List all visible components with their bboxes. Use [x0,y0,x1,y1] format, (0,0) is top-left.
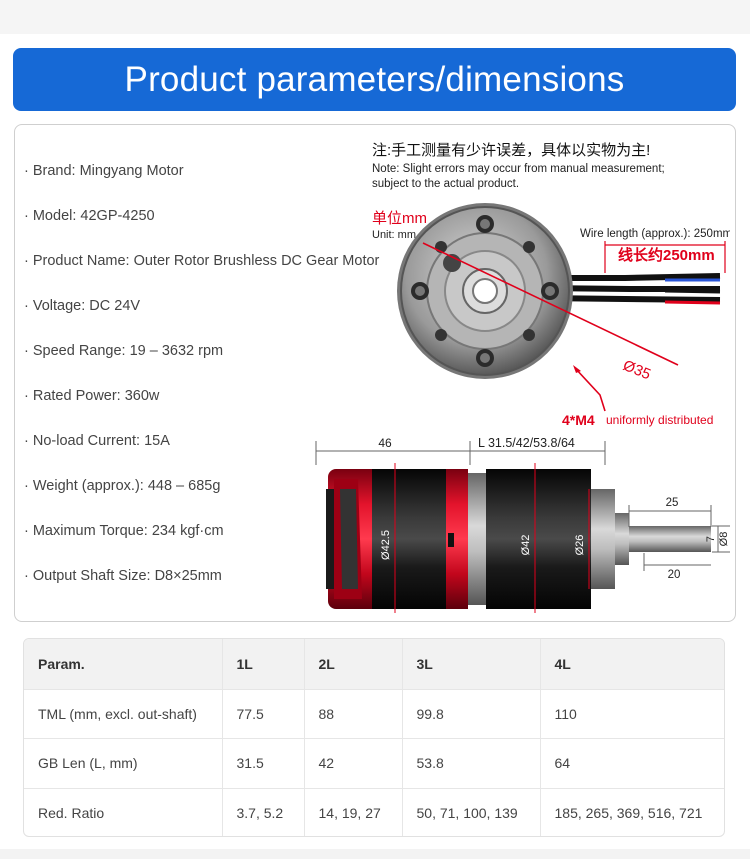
dim-shaft-8: Ø8 [718,532,730,547]
params-table: Param. 1L 2L 3L 4L TML (mm, excl. out-sh… [24,639,724,836]
unit-cn: 单位mm [372,210,427,227]
table-row: TML (mm, excl. out-shaft) 77.5 88 99.8 1… [24,689,724,739]
params-table-card: Param. 1L 2L 3L 4L TML (mm, excl. out-sh… [23,638,725,837]
table-cell: 14, 19, 27 [304,788,403,836]
banner-title: Product parameters/dimensions [124,59,625,99]
spec-output-shaft: · Output Shaft Size: D8×25mm [24,568,222,584]
spec-voltage: · Voltage: DC 24V [24,298,141,314]
note-en-line2: subject to the actual product. [372,178,519,190]
m4-text: uniformly distributed [606,413,713,427]
table-cell: 31.5 [222,738,305,789]
dim-shaft-25: 25 [666,497,679,509]
spec-rated-power: · Rated Power: 360w [24,388,160,404]
table-row: GB Len (L, mm) 31.5 42 53.8 64 [24,738,724,789]
dim-26: Ø26 [574,535,586,556]
table-header: 2L [304,639,403,689]
table-cell: 185, 265, 369, 516, 721 [554,805,703,822]
table-cell: 50, 71, 100, 139 [402,788,541,836]
note-cn: 注:手工测量有少许误差，具体以实物为主! [372,142,650,159]
dim-shaft-20: 20 [668,569,681,581]
table-row: Red. Ratio 3.7, 5.2 14, 19, 27 50, 71, 1… [24,788,724,836]
table-header: 4L [554,655,571,672]
table-header: 1L [222,639,305,689]
table-cell: 110 [554,705,577,722]
table-header-row: Param. 1L 2L 3L 4L [24,639,724,689]
dim-shaft-7: 7 [705,536,717,542]
spec-weight: · Weight (approx.): 448 – 685g [24,478,221,494]
table-cell: 3.7, 5.2 [222,788,305,836]
dim-gearbox-length: L 31.5/42/53.8/64 [478,436,575,450]
m4-label: 4*M4 [562,412,595,428]
spec-product-name: · Product Name: Outer Rotor Brushless DC… [24,253,380,269]
table-cell: TML (mm, excl. out-shaft) [24,689,223,739]
table-cell: 88 [304,689,403,739]
diameter-label: Ø35 [621,357,654,383]
note-en-line1: Note: Slight errors may occur from manua… [372,163,665,175]
table-cell: 99.8 [402,689,541,739]
motor-dimension-diagram: 注:手工测量有少许误差，具体以实物为主! Note: Slight errors… [300,133,730,617]
table-cell: 77.5 [222,689,305,739]
spec-card: · Brand: Mingyang Motor · Model: 42GP-42… [14,124,736,622]
wire-length-en: Wire length (approx.): 250mm [580,228,730,240]
table-cell: 42 [304,738,403,789]
spec-model: · Model: 42GP-4250 [24,208,155,224]
spec-list: · Brand: Mingyang Motor · Model: 42GP-42… [24,163,379,613]
spec-brand: · Brand: Mingyang Motor [24,163,184,179]
unit-en: Unit: mm [372,229,416,241]
dim-42-5: Ø42.5 [380,530,392,560]
table-cell: 64 [554,755,571,772]
table-cell: GB Len (L, mm) [24,738,223,789]
table-header: Param. [24,639,223,689]
spec-noload-current: · No-load Current: 15A [24,433,170,449]
table-cell: Red. Ratio [24,788,223,836]
motor-side-view [326,469,711,609]
spec-max-torque: · Maximum Torque: 234 kgf·cm [24,523,224,539]
spec-speed-range: · Speed Range: 19 – 3632 rpm [24,343,224,359]
motor-front-view [397,203,573,379]
table-cell: 53.8 [402,738,541,789]
bottom-strip [0,849,750,859]
dim-42: Ø42 [520,535,532,556]
dim-46: 46 [378,436,392,450]
section-banner: Product parameters/dimensions [13,48,736,111]
table-header: 3L [402,639,541,689]
top-strip [0,0,750,34]
wire-length-cn: 线长约250mm [618,246,715,264]
